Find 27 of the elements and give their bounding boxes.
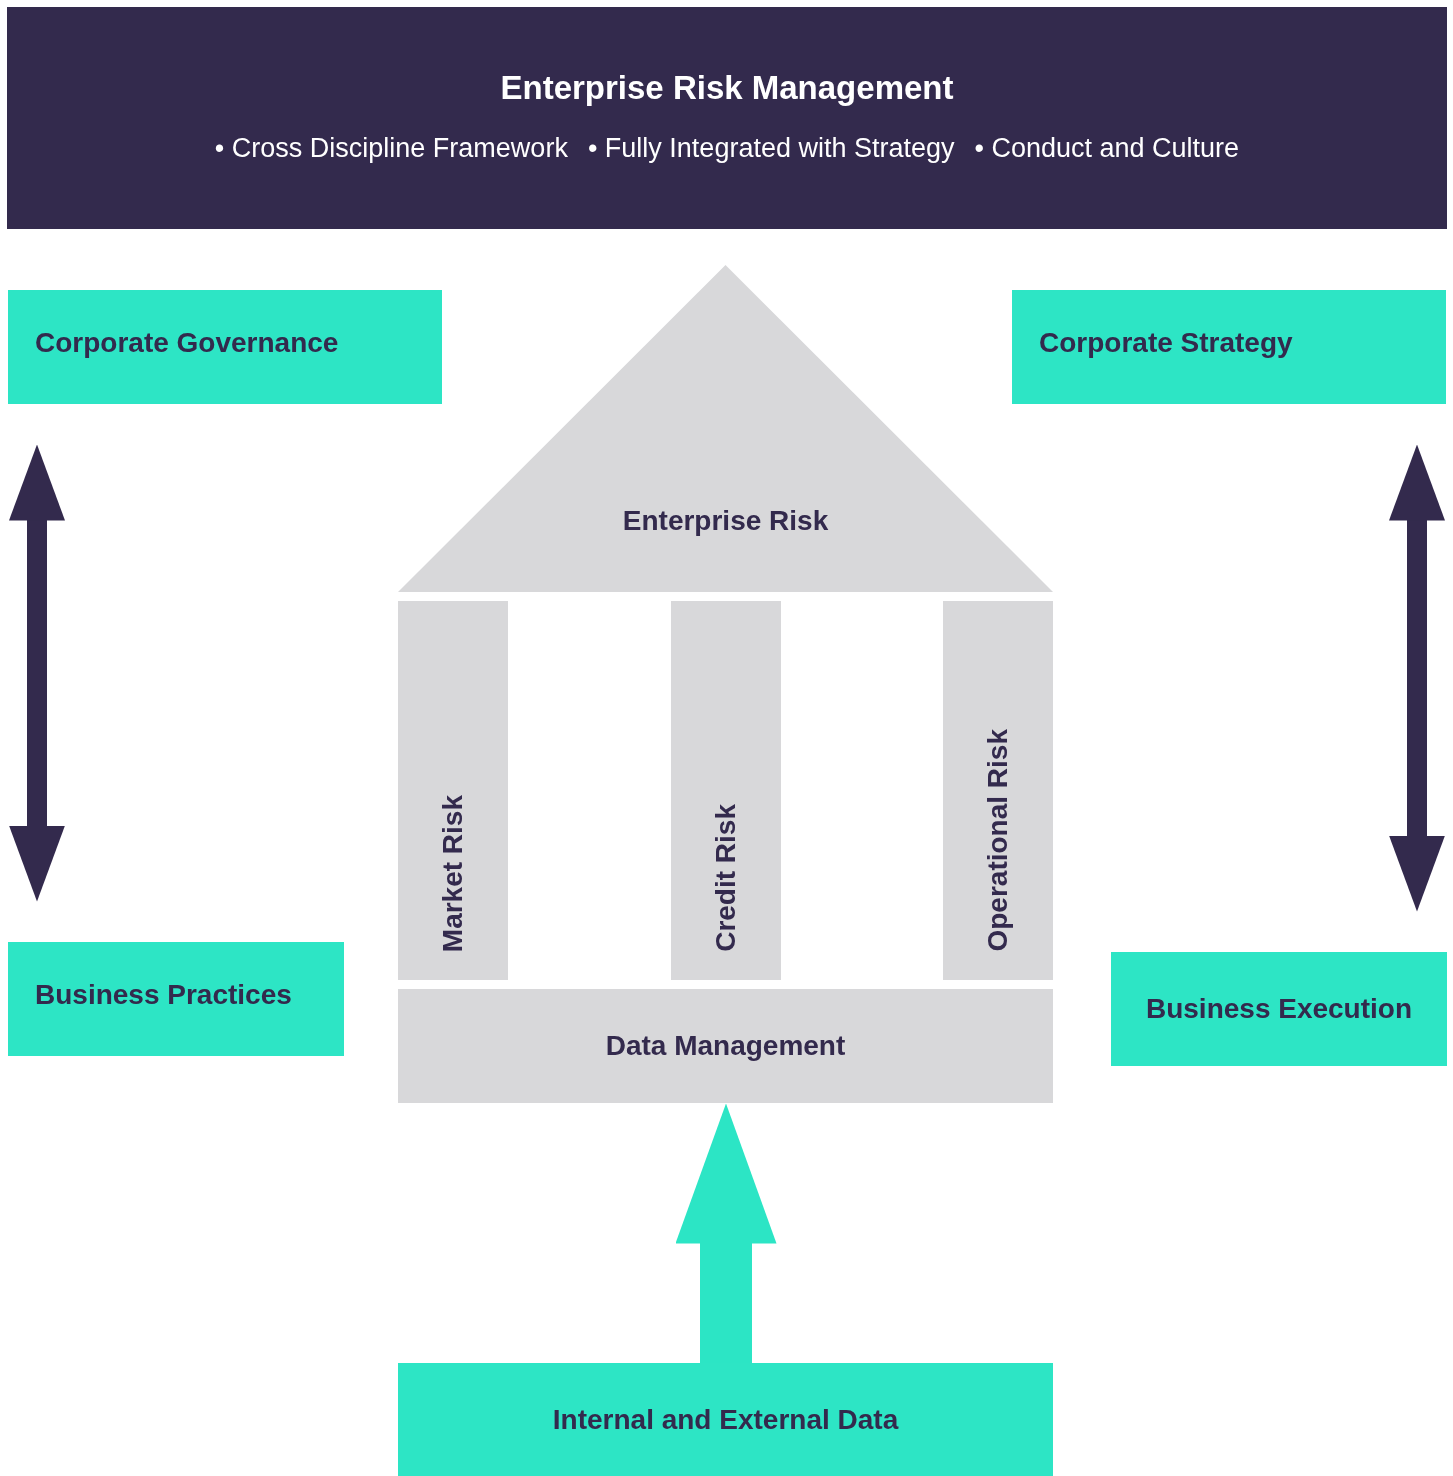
pillar-label: Operational Risk (982, 729, 1014, 952)
process-box (398, 1363, 1053, 1476)
process-box (8, 290, 442, 404)
double-arrow (9, 444, 65, 902)
header-banner (7, 7, 1447, 229)
box-label: Corporate Strategy (1039, 327, 1293, 359)
process-box (1111, 952, 1447, 1066)
box-label: Internal and External Data (552, 1403, 899, 1436)
foundation-bar (398, 989, 1053, 1103)
box-label: Data Management (605, 1030, 846, 1062)
process-box (1012, 290, 1446, 404)
pillar-label: Market Risk (437, 794, 469, 952)
process-box (8, 942, 344, 1056)
bullet-item: • Fully Integrated with Strategy (587, 133, 955, 164)
arrow (675, 1103, 777, 1363)
double-arrow (1389, 444, 1445, 912)
box-label: Enterprise Risk (622, 505, 829, 537)
box-label: Business Execution (1145, 993, 1413, 1025)
pillar-bar (671, 601, 781, 980)
box-label: Corporate Governance (35, 327, 339, 359)
banner-title: Enterprise Risk Management (500, 69, 954, 107)
pillar-label: Credit Risk (710, 804, 742, 952)
pillar-bar (943, 601, 1053, 980)
bullet-item: • Cross Discipline Framework (214, 133, 568, 164)
bullet-item: • Conduct and Culture (974, 133, 1240, 164)
pillar-bar (398, 601, 508, 980)
box-label: Business Practices (35, 979, 292, 1011)
